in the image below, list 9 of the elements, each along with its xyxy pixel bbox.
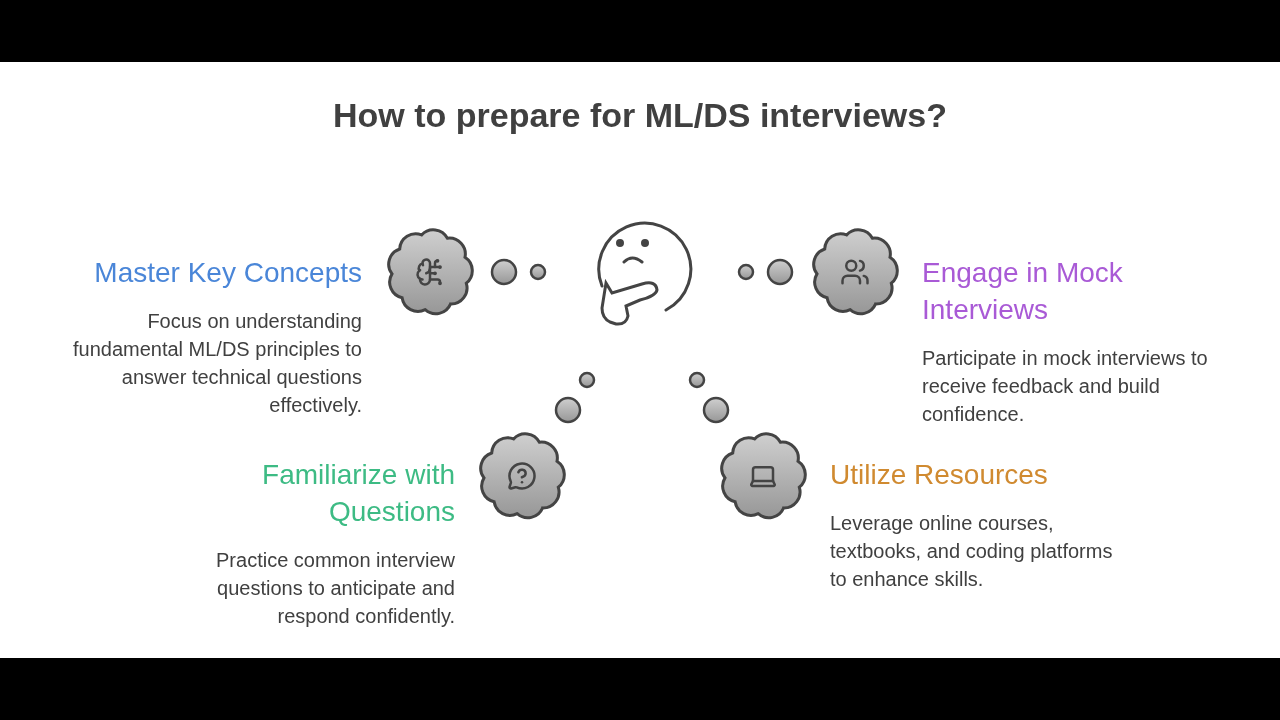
title: How to prepare for ML/DS interviews? [332, 96, 948, 135]
topic-description: Participate in mock interviews to receive feedback and build confidence. [922, 346, 1209, 427]
topic-description: Practice common interview questions to anticipate and respond confidently. [215, 548, 455, 629]
topic-heading: Familiarize with Questions [261, 458, 455, 529]
topic-description: Focus on understanding fundamental ML/DS principles to answer technical questions effectively. [71, 309, 362, 418]
topic-heading: Master Key Concepts [93, 256, 362, 290]
topic-heading: Engage in Mock Interviews [922, 256, 1124, 327]
topic-description: Leverage online courses, textbooks, and coding platforms to enhance skills. [830, 511, 1114, 592]
topic-heading: Utilize Resources [830, 458, 1049, 492]
